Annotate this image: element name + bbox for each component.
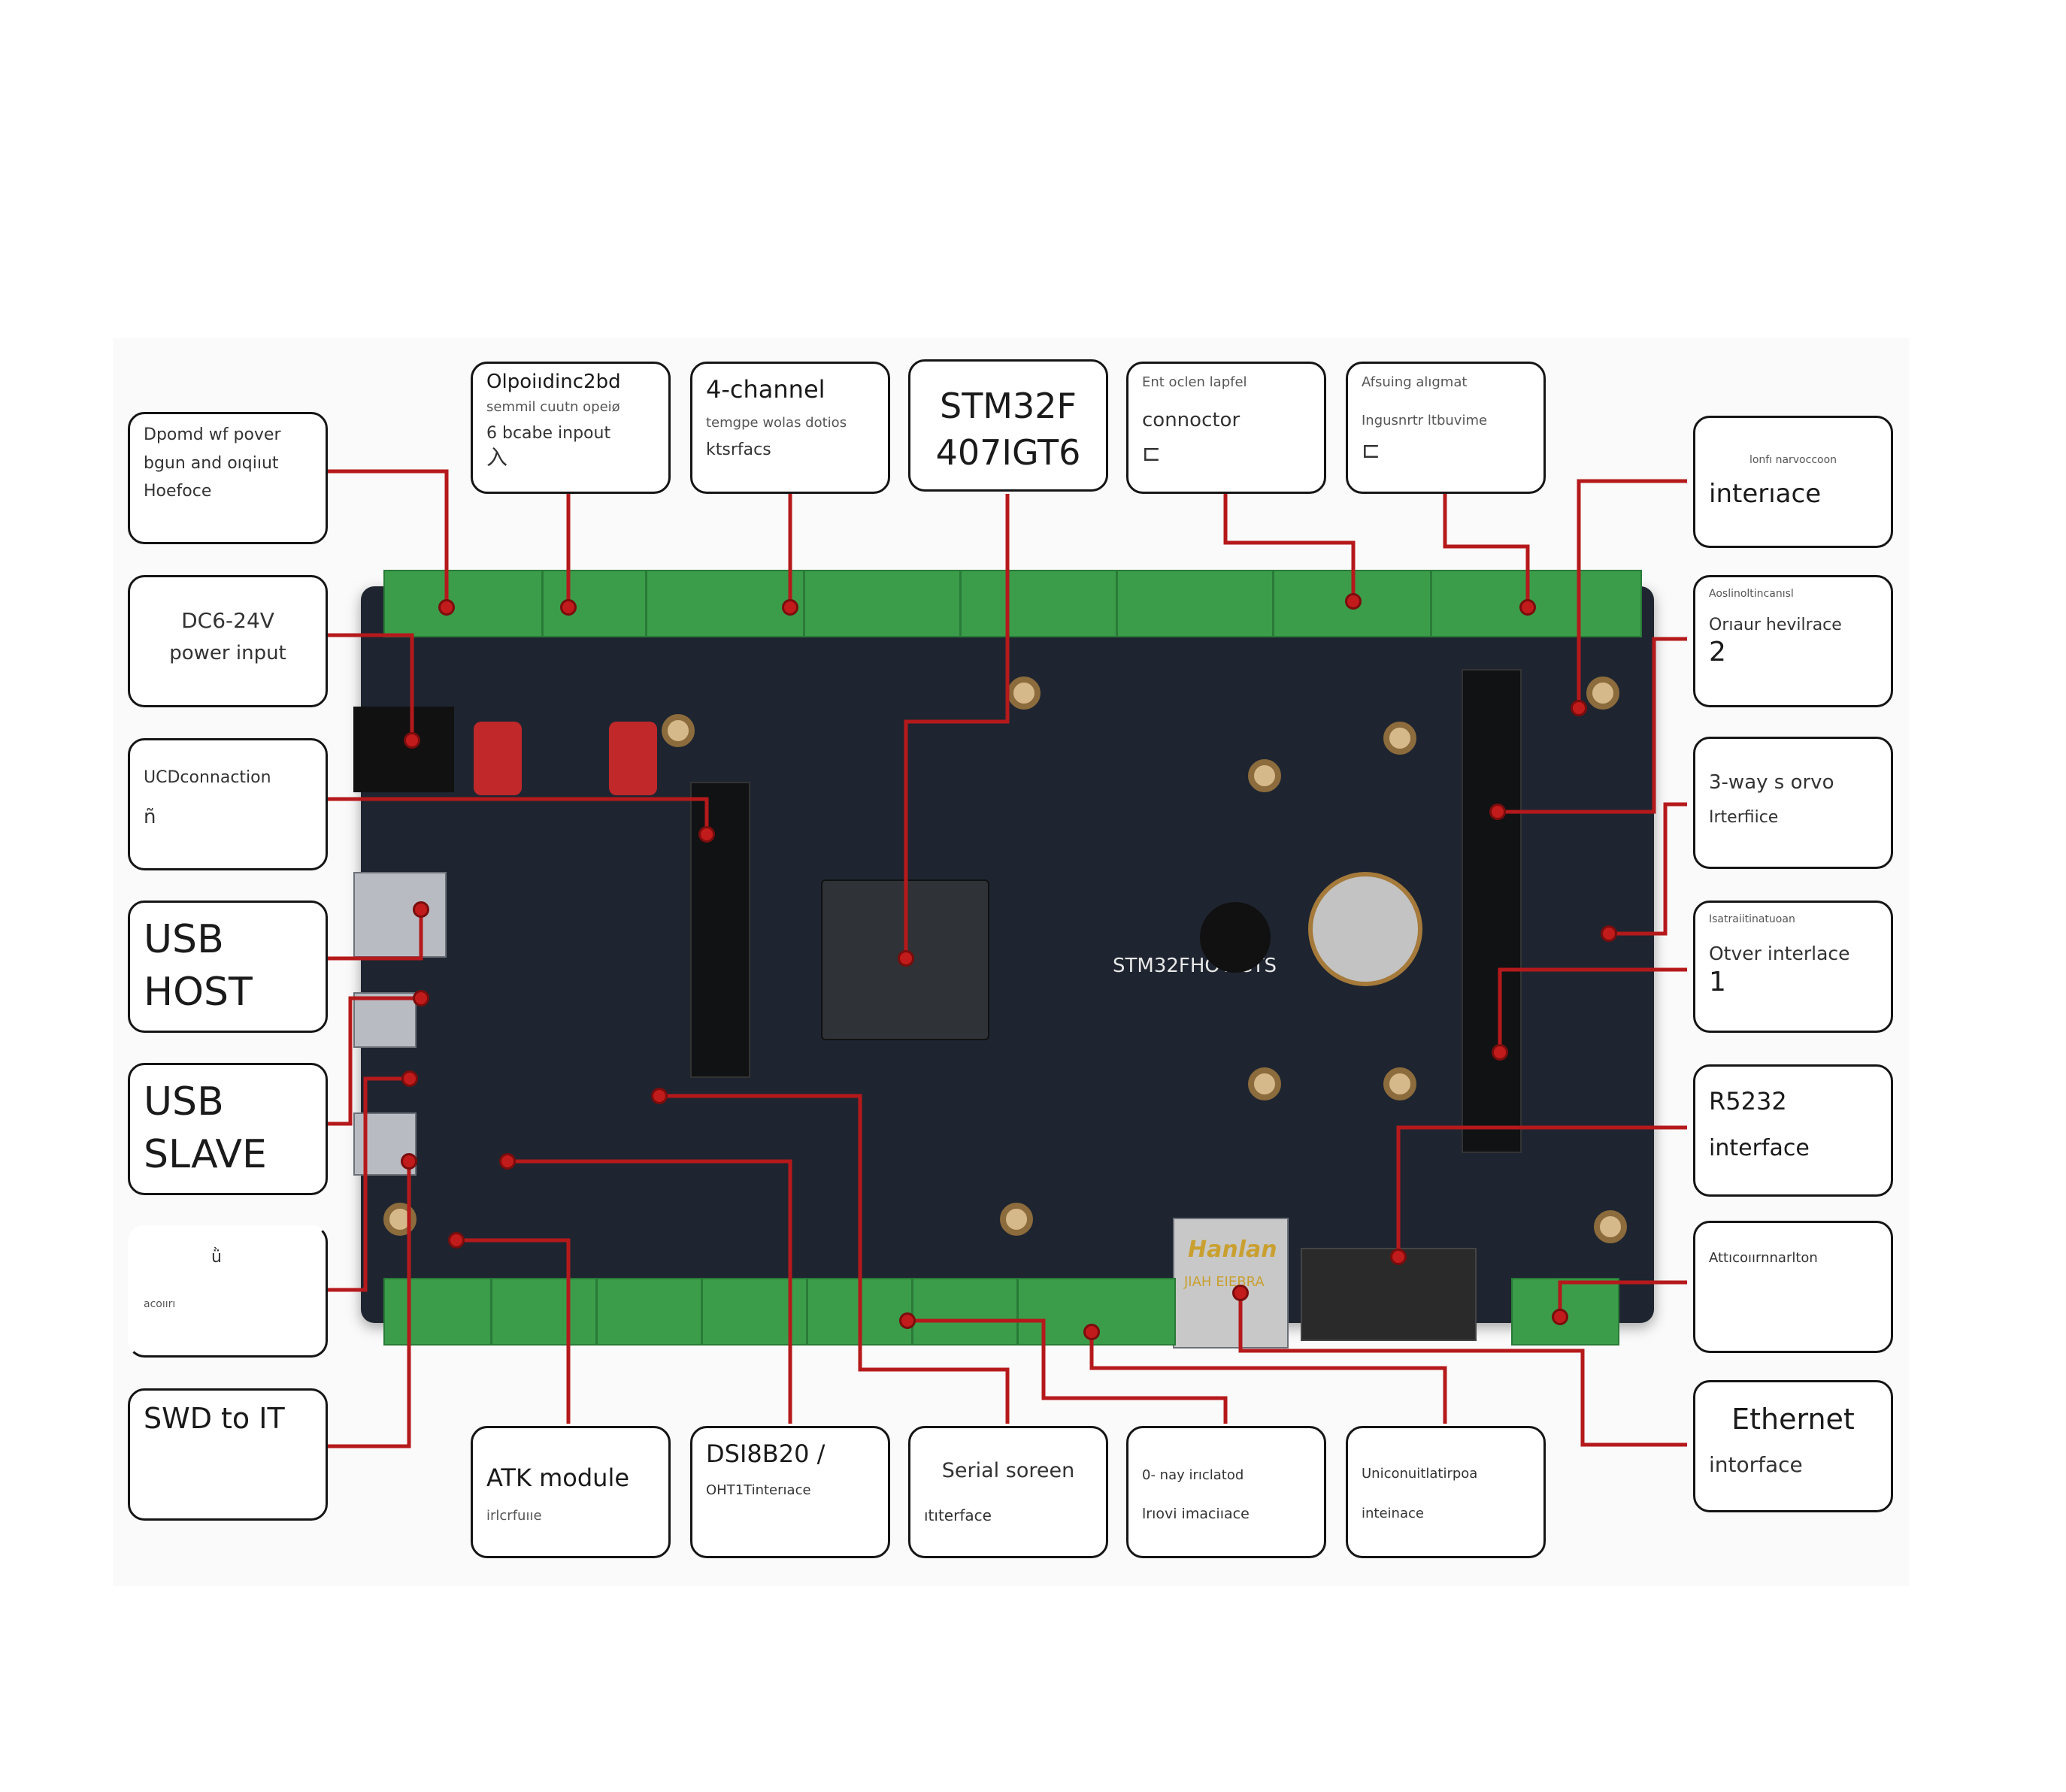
callout-optoisolated-input: Olpoiıdinc2bd semmil cuutn opeiø 6 bcabe…	[471, 362, 671, 494]
callout-other-1: Isatraiitinatuoan Otver interlace 1	[1693, 901, 1893, 1033]
endpoint-mcu	[898, 950, 914, 967]
endpoint-other-1	[1492, 1044, 1508, 1061]
mount-hole-10	[383, 1203, 417, 1236]
mount-hole-7	[1000, 1203, 1033, 1236]
callout-four-channel: 4-channel temgpe wolas dotios ktsrfacs	[690, 362, 890, 494]
mount-hole-8	[1586, 677, 1619, 710]
lcd-header	[690, 782, 750, 1078]
callout-unknown-bottom: Uniconuitlatirpoa inteinace	[1346, 1426, 1546, 1558]
callout-power-io: Dpomd wf pover bgun and oıqiıut Hoefoce	[128, 412, 328, 544]
endpoint-anti-comm	[1552, 1309, 1568, 1325]
callout-swd: SWD to IT	[128, 1388, 328, 1521]
endpoint-usb-host	[413, 901, 429, 918]
electrolytic-cap-2	[609, 722, 657, 795]
electrolytic-cap-1	[474, 722, 522, 795]
endpoint-4ch	[782, 599, 798, 616]
callout-dc-power: DC6-24V power input	[128, 575, 328, 707]
callout-atk: ATK module irlcrfuııe	[471, 1426, 671, 1558]
callout-encoder-input: Ent oclen lapfel connoctor ⊏	[1126, 362, 1326, 494]
callout-servo: 3-way s orvo Irterfiice	[1693, 737, 1893, 869]
endpoint-servo	[1601, 925, 1617, 942]
endpoint-other-2	[1489, 804, 1506, 820]
endpoint-relay	[899, 1312, 916, 1329]
callout-relay: 0- nay irıclatod lrıovi imaciıace	[1126, 1426, 1326, 1558]
endpoint-ethernet	[1232, 1285, 1249, 1301]
usb-host-port	[353, 872, 447, 958]
endpoint-usb-slave	[413, 990, 429, 1006]
db9-connector	[1301, 1248, 1477, 1341]
endpoint-interface-top	[1571, 700, 1587, 716]
callout-interface-top: lonfı narvoccoon interıace	[1693, 416, 1893, 548]
callout-analog-signal: Afsuing alıgmat Ingusnrtr ltbuvime ⊏	[1346, 362, 1546, 494]
endpoint-opto	[560, 599, 577, 616]
endpoint-lcd	[698, 826, 715, 843]
endpoint-ds18b20	[499, 1153, 516, 1170]
endpoint-unnamed-left	[401, 1070, 418, 1087]
callout-ethernet: Ethernet intorface	[1693, 1380, 1893, 1512]
endpoint-dc-power	[404, 732, 420, 749]
callout-anti-comm: Attıcoıırnnarlton	[1693, 1221, 1893, 1353]
dc-jack	[353, 707, 454, 792]
mount-hole-3	[1248, 759, 1281, 792]
callout-usb-host: USB HOST	[128, 901, 328, 1033]
mount-hole-1	[662, 714, 695, 747]
callout-mcu: STM32F 407IGT6	[908, 359, 1108, 492]
terminal-strip-bottom	[383, 1278, 1176, 1346]
mount-hole-4	[1383, 722, 1416, 755]
ethernet-brand: Hanlan	[1188, 1237, 1277, 1263]
endpoint-encoder	[1345, 593, 1362, 610]
terminal-strip-top	[383, 570, 1642, 637]
pcb-board: STM32FHOTIGTS Hanlan JIAH EIEBRA	[353, 586, 1654, 1349]
endpoint-unknown-bottom	[1083, 1324, 1100, 1340]
mount-hole-6	[1383, 1067, 1416, 1100]
coin-battery	[1308, 872, 1422, 986]
ethernet-sub-brand: JIAH EIEBRA	[1184, 1274, 1265, 1290]
endpoint-analog	[1519, 599, 1536, 616]
mount-hole-5	[1248, 1067, 1281, 1100]
io-header-right	[1462, 669, 1522, 1153]
endpoint-swd	[401, 1153, 417, 1170]
buzzer	[1200, 902, 1271, 973]
mount-hole-9	[1594, 1210, 1627, 1243]
endpoint-power-io	[438, 599, 455, 616]
endpoint-atk	[448, 1232, 465, 1249]
callout-rs232: R5232 interface	[1693, 1064, 1893, 1197]
callout-lcd-connection: UCDconnaction ñ	[128, 738, 328, 870]
callout-other-2: Aoslinoltincanısl Orıaur hevilrace 2	[1693, 575, 1893, 707]
callout-ds18b20: DSI8B20 / OHT1Tinterıace	[690, 1426, 890, 1558]
endpoint-serial-screen	[651, 1088, 668, 1104]
mount-hole-2	[1007, 677, 1041, 710]
callout-usb-slave: USB SLAVE	[128, 1063, 328, 1195]
endpoint-rs232	[1390, 1249, 1407, 1265]
callout-serial-screen: Serial soreen ıtıterface	[908, 1426, 1108, 1558]
usb-slave-port	[353, 992, 417, 1048]
callout-unnamed-left: ǜ acoıırı	[128, 1225, 328, 1358]
